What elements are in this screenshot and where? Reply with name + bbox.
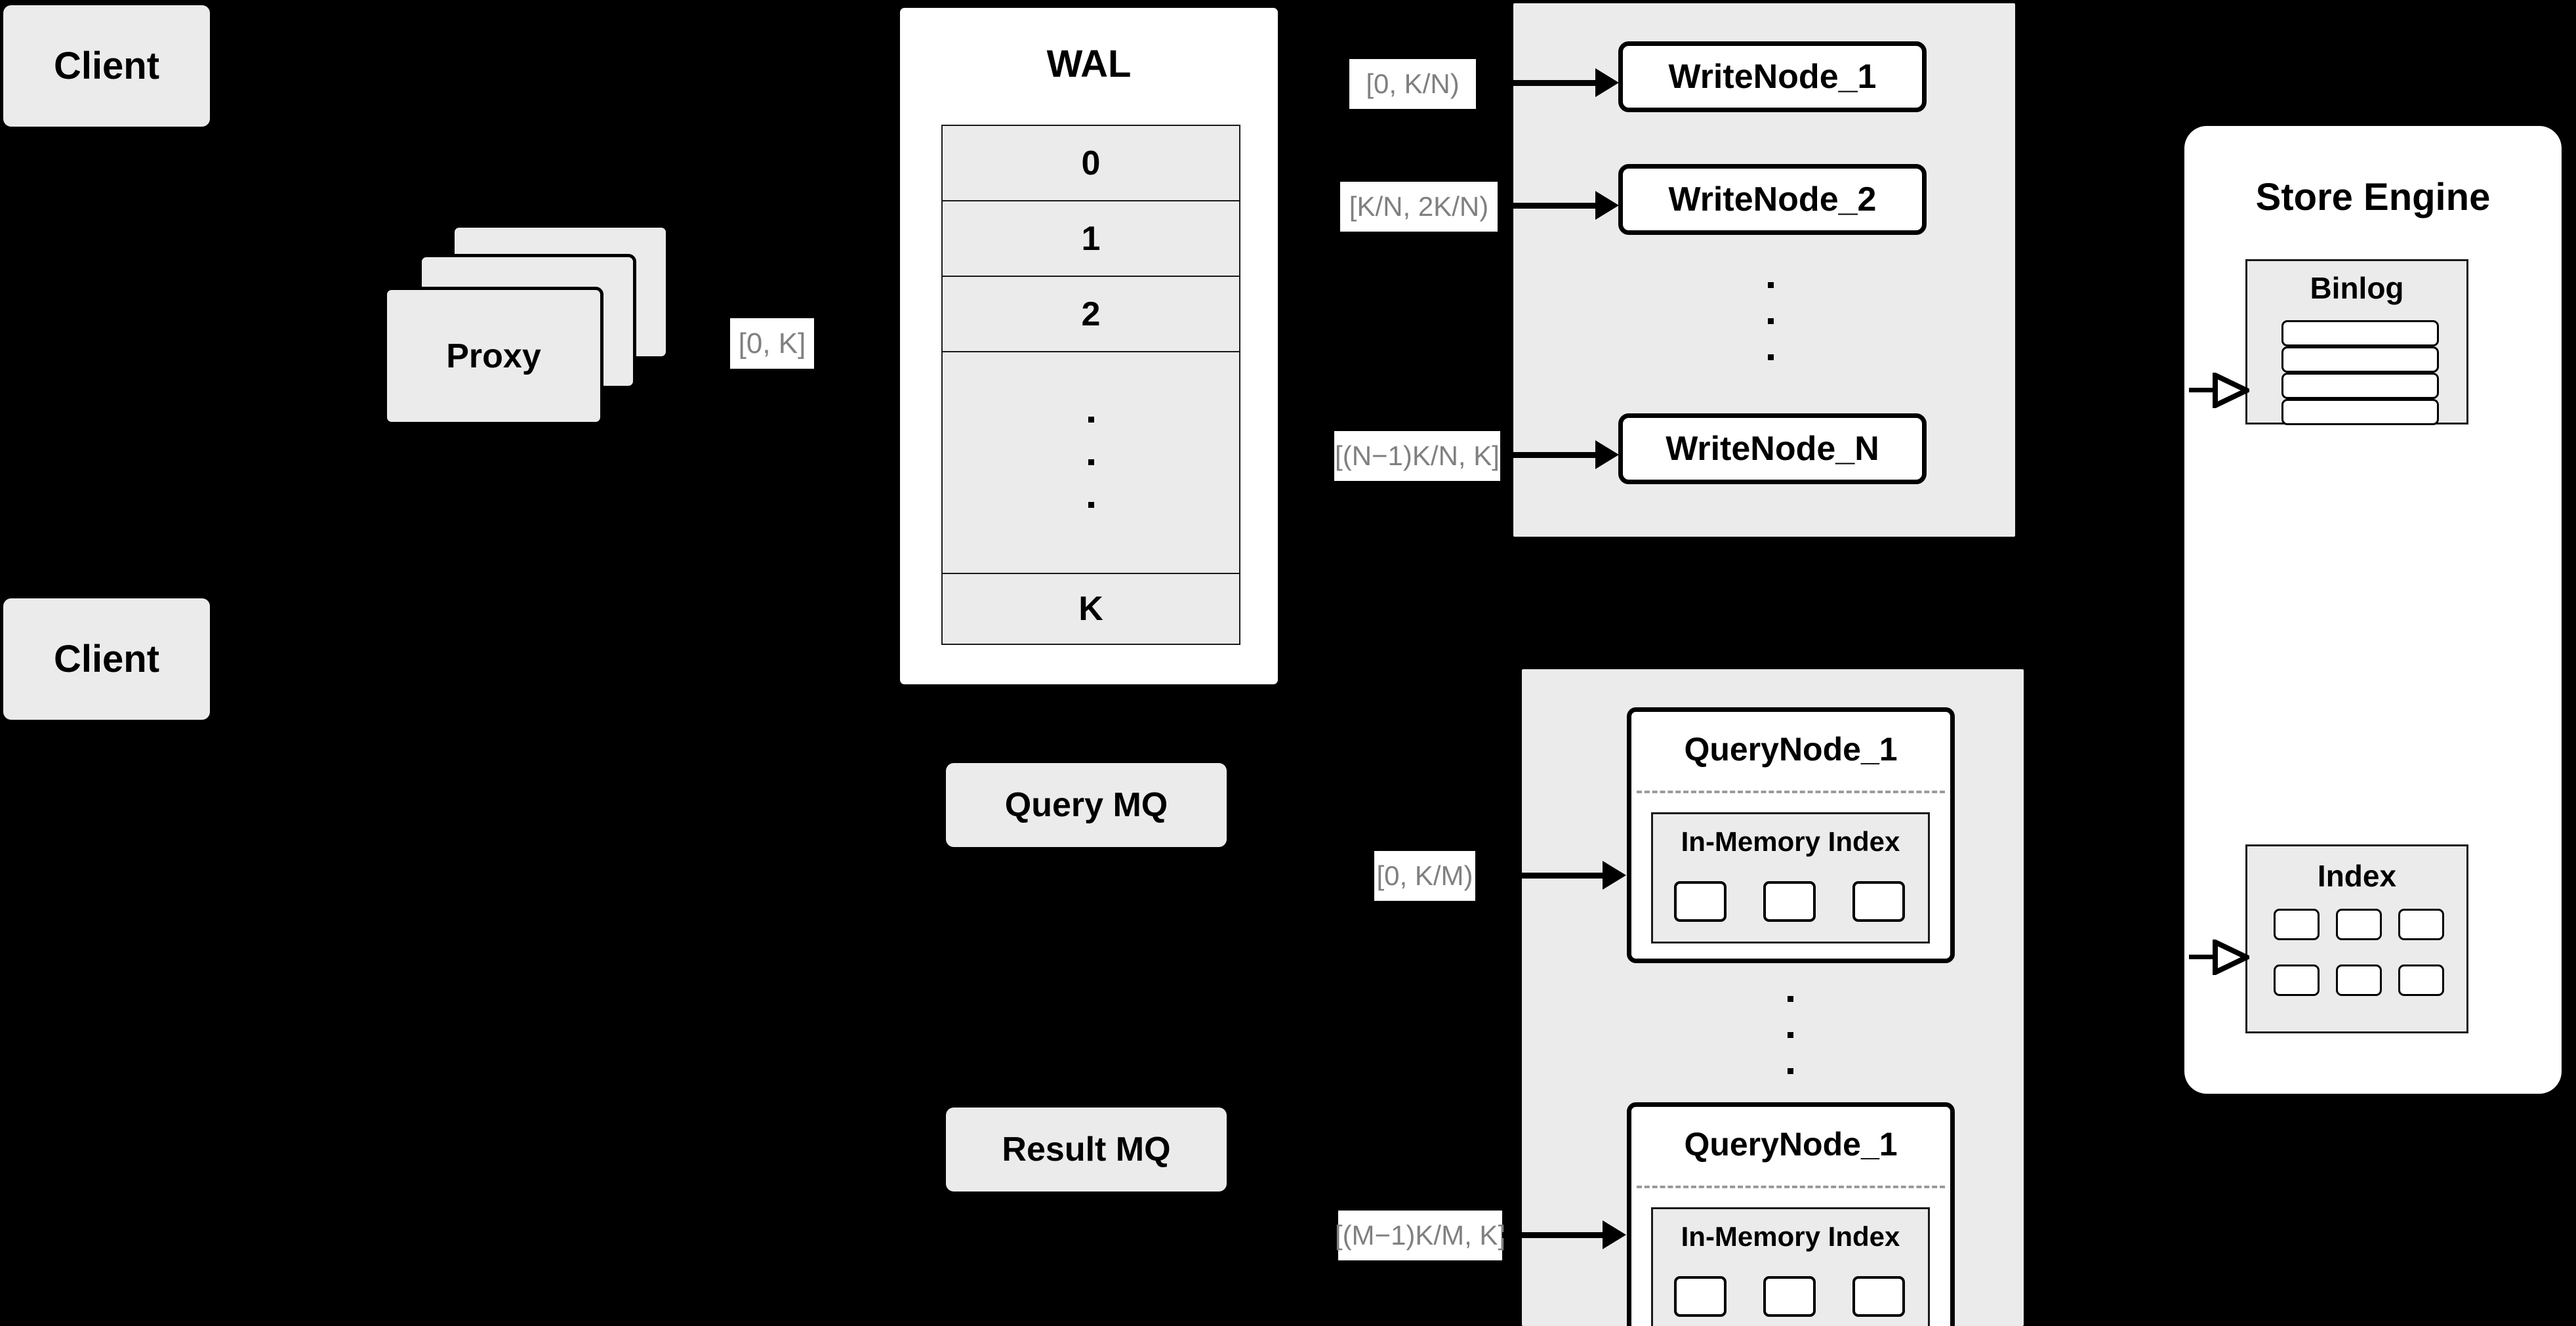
client-label-1: Client <box>53 45 160 87</box>
proxy-label: Proxy <box>446 337 541 375</box>
index-slot-3[interactable] <box>2398 909 2444 940</box>
write-group-ellipsis-dot-2 <box>1768 318 1774 324</box>
index-arrow-line <box>2189 955 2215 959</box>
index-slot-6[interactable] <box>2398 964 2444 996</box>
write-node-1-arrow-line <box>1502 80 1597 86</box>
store-engine-title: Store Engine <box>2255 176 2491 218</box>
client-label-2: Client <box>53 638 160 680</box>
query-node-last-range-text: [(M−1)K/M, K] <box>1334 1220 1506 1251</box>
binlog-row-3[interactable] <box>2281 373 2439 399</box>
index-slot-4[interactable] <box>2274 964 2320 996</box>
query-node-1-label: QueryNode_1 <box>1684 731 1898 768</box>
index-panel: Index <box>2245 844 2468 1033</box>
index-slot-1[interactable] <box>2274 909 2320 940</box>
index-slot-5[interactable] <box>2336 964 2382 996</box>
write-node-2-range-text: [K/N, 2K/N) <box>1349 191 1489 222</box>
binlog-title: Binlog <box>2310 271 2404 305</box>
query-node-last-index-slot-1[interactable] <box>1674 1276 1727 1317</box>
store-engine-box: Store Engine Binlog Index <box>2184 126 2562 1094</box>
binlog-arrow-head <box>2213 373 2249 408</box>
write-node-2-label: WriteNode_2 <box>1668 180 1877 218</box>
wal-row-ellipsis <box>941 351 1240 573</box>
binlog-row-2[interactable] <box>2281 346 2439 373</box>
result-mq-box[interactable]: Result MQ <box>946 1108 1227 1191</box>
query-mq-label: Query MQ <box>1004 786 1168 824</box>
query-node-1-range-label: [0, K/M) <box>1374 851 1475 901</box>
client-box-2[interactable]: Client <box>3 598 210 720</box>
query-node-last-arrow-line <box>1502 1232 1604 1238</box>
wal-ellipsis-dot-3 <box>1088 502 1094 508</box>
query-node-1-arrow-head <box>1603 861 1626 890</box>
wal-ellipsis-dot-1 <box>1088 417 1094 423</box>
client-box-1[interactable]: Client <box>3 5 210 127</box>
query-node-last-separator <box>1637 1186 1945 1188</box>
write-node-2-range-label: [K/N, 2K/N) <box>1340 182 1498 232</box>
proxy-range-text: [0, K] <box>738 327 806 360</box>
query-node-last[interactable]: QueryNode_1 In-Memory Index <box>1627 1102 1955 1326</box>
write-group-ellipsis-dot-1 <box>1768 282 1774 288</box>
write-node-1-range-text: [0, K/N) <box>1366 68 1460 99</box>
wal-row-0-label: 0 <box>1081 144 1101 182</box>
write-node-n-range-text: [(N−1)K/N, K] <box>1335 440 1500 471</box>
index-arrow-head <box>2213 940 2249 975</box>
query-node-1-inmemory-index: In-Memory Index <box>1651 812 1930 943</box>
query-node-1-arrow-line <box>1502 873 1604 879</box>
query-group-ellipsis-dot-1 <box>1788 996 1793 1002</box>
write-node-1-label: WriteNode_1 <box>1668 58 1877 96</box>
query-node-last-arrow-head <box>1603 1220 1626 1249</box>
wal-row-k-label: K <box>1078 590 1103 628</box>
query-node-1-index-slot-2[interactable] <box>1763 881 1816 922</box>
wal-box: WAL 0 1 2 K <box>895 3 1282 689</box>
wal-title: WAL <box>1046 43 1132 85</box>
query-node-last-index-slot-2[interactable] <box>1763 1276 1816 1317</box>
proxy-stack[interactable]: Proxy <box>384 224 672 428</box>
write-node-n-range-label: [(N−1)K/N, K] <box>1334 431 1500 481</box>
write-node-n-arrow-line <box>1502 452 1597 458</box>
wal-row-2[interactable]: 2 <box>941 276 1240 351</box>
query-node-1-index-slot-1[interactable] <box>1674 881 1727 922</box>
binlog-row-1[interactable] <box>2281 320 2439 346</box>
write-node-n[interactable]: WriteNode_N <box>1618 413 1927 484</box>
query-group-ellipsis-dot-2 <box>1788 1032 1793 1038</box>
query-node-last-inmemory-index: In-Memory Index <box>1651 1207 1930 1326</box>
write-node-1-range-label: [0, K/N) <box>1349 59 1476 109</box>
query-node-last-range-label: [(M−1)K/M, K] <box>1334 1211 1506 1260</box>
write-node-2-arrow-line <box>1502 203 1597 209</box>
query-node-1-range-text: [0, K/M) <box>1376 860 1473 891</box>
index-title: Index <box>2317 859 2397 893</box>
write-node-n-arrow-head <box>1595 440 1619 469</box>
wal-row-2-label: 2 <box>1081 295 1101 333</box>
index-slot-2[interactable] <box>2336 909 2382 940</box>
wal-ellipsis-dot-2 <box>1088 459 1094 465</box>
query-mq-box[interactable]: Query MQ <box>946 763 1227 847</box>
query-node-last-label: QueryNode_1 <box>1684 1126 1898 1163</box>
query-node-1-separator <box>1637 791 1945 793</box>
binlog-panel: Binlog <box>2245 259 2468 425</box>
write-node-2-arrow-head <box>1595 191 1619 220</box>
wal-row-0[interactable]: 0 <box>941 125 1240 200</box>
write-node-2[interactable]: WriteNode_2 <box>1618 164 1927 235</box>
wal-table: 0 1 2 K <box>941 125 1240 645</box>
write-group-ellipsis-dot-3 <box>1768 354 1774 360</box>
query-node-1-index-slot-3[interactable] <box>1852 881 1905 922</box>
proxy-card-front[interactable]: Proxy <box>384 287 603 425</box>
write-node-1-arrow-head <box>1595 68 1619 97</box>
query-node-last-index-slot-3[interactable] <box>1852 1276 1905 1317</box>
result-mq-label: Result MQ <box>1002 1130 1171 1169</box>
binlog-row-4[interactable] <box>2281 399 2439 425</box>
query-node-1[interactable]: QueryNode_1 In-Memory Index <box>1627 707 1955 963</box>
proxy-range-label: [0, K] <box>730 318 814 369</box>
wal-row-k[interactable]: K <box>941 573 1240 645</box>
query-node-1-index-title: In-Memory Index <box>1681 826 1900 857</box>
wal-row-1-label: 1 <box>1081 219 1101 258</box>
query-group-ellipsis-dot-3 <box>1788 1068 1793 1074</box>
write-node-1[interactable]: WriteNode_1 <box>1618 41 1927 112</box>
query-node-last-index-title: In-Memory Index <box>1681 1221 1900 1252</box>
binlog-arrow-line <box>2189 388 2215 392</box>
query-node-group: QueryNode_1 In-Memory Index QueryNode_1 … <box>1522 669 2024 1326</box>
wal-row-1[interactable]: 1 <box>941 200 1240 276</box>
write-node-n-label: WriteNode_N <box>1666 430 1879 468</box>
